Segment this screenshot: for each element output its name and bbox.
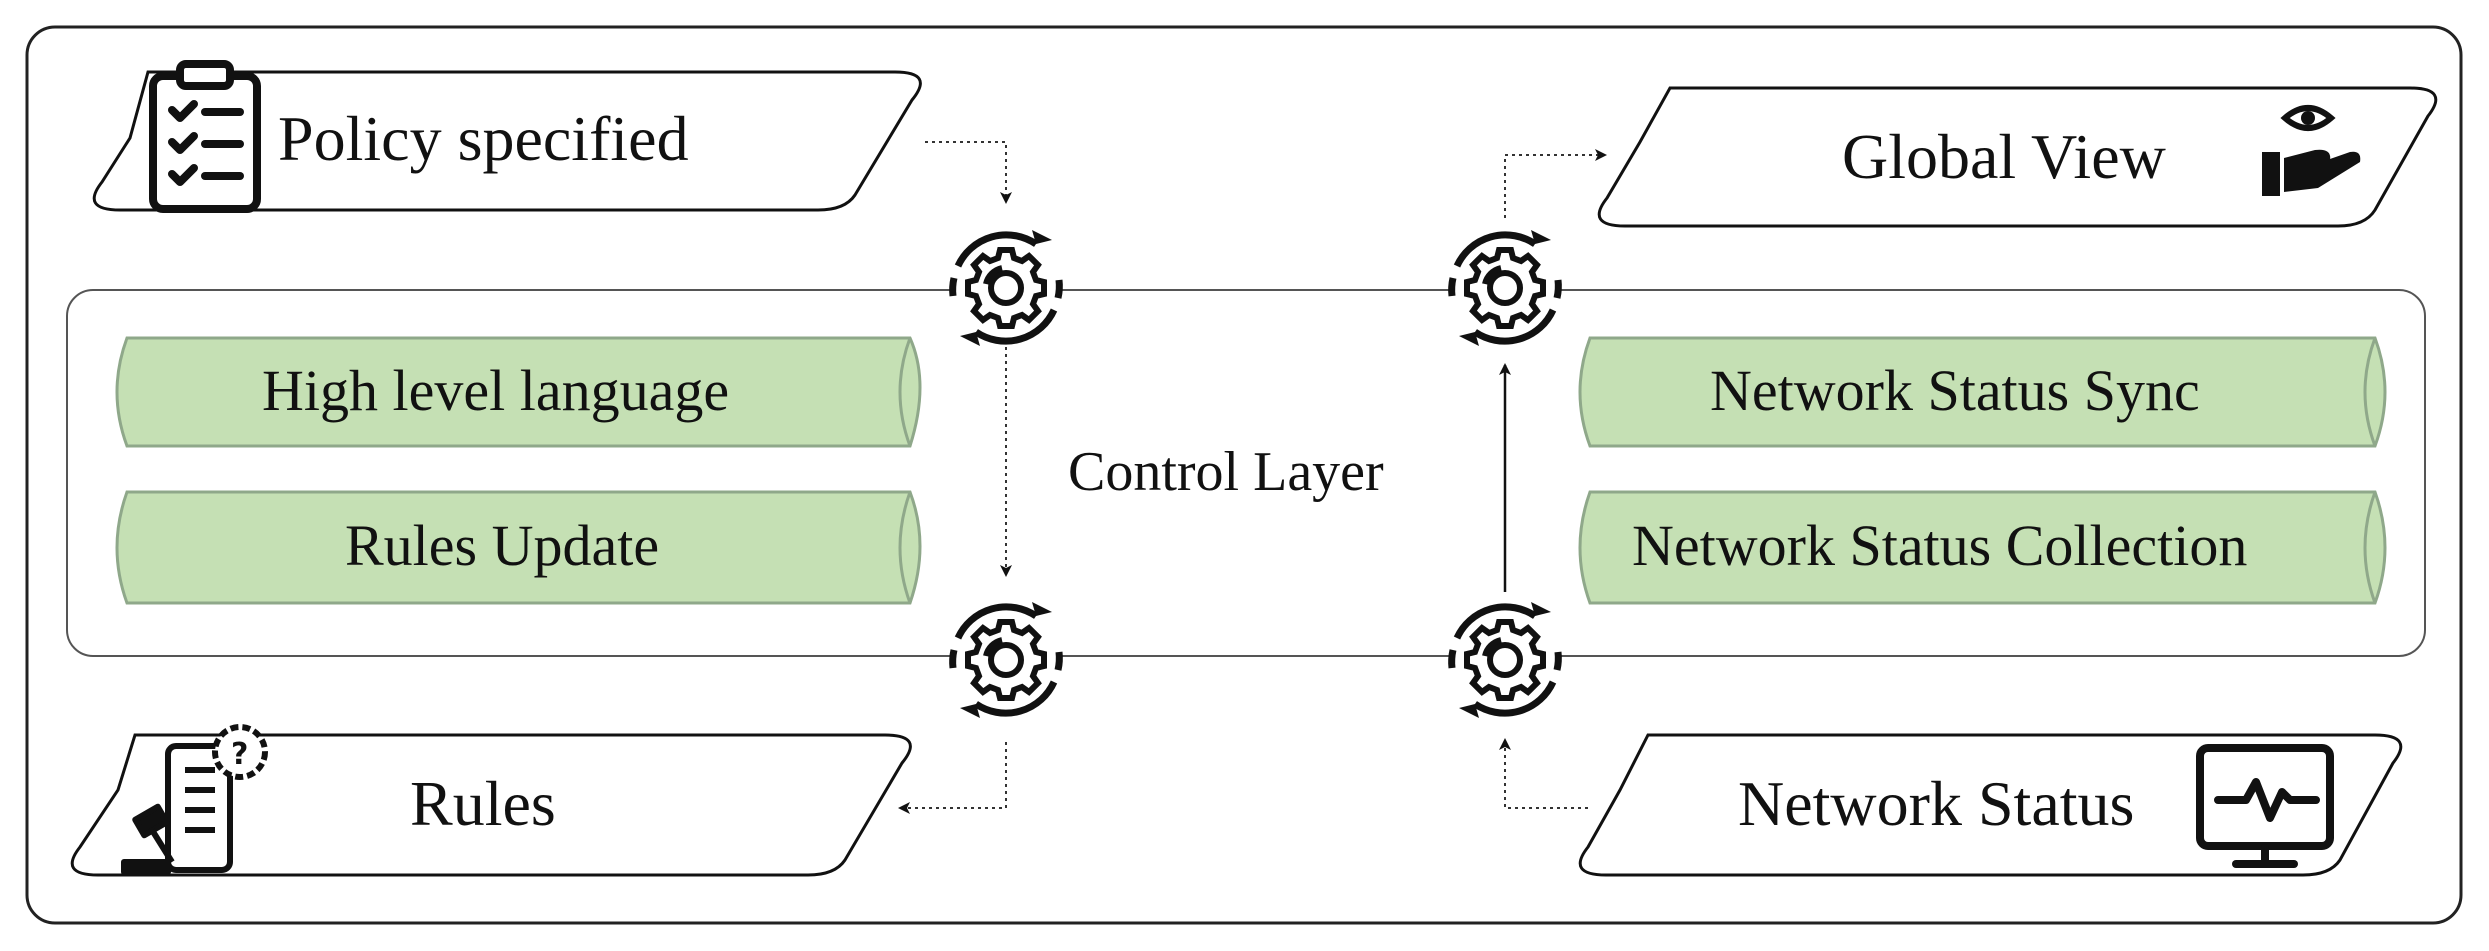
connector-gear-to-rules [898,742,1007,814]
rules-box: Rules [70,733,912,877]
gear-cycle-icon [950,602,1062,718]
eye-hand-icon [2262,105,2361,196]
monitor-pulse-icon [2196,744,2334,868]
control-layer-label: Control Layer [1068,441,1384,503]
checklist-icon [149,60,261,213]
connector-gear-to-global-view [1504,149,1607,218]
outer-frame [25,25,2463,925]
connector-policy-to-gear [925,141,1012,204]
module-rules-update-label: Rules Update [345,513,659,578]
module-network-status-collection-label: Network Status Collection [1632,513,2247,578]
module-high-level-language-label: High level language [262,358,729,423]
module-network-status-sync-label: Network Status Sync [1710,358,2200,423]
rules-label: Rules [410,768,556,839]
svg-text:?: ? [231,737,248,772]
gear-cycle-icon [1449,602,1561,718]
policy-specified-box: Policy specified [92,70,922,212]
policy-specified-label: Policy specified [278,103,689,174]
module-network-status-sync: Network Status Sync [1578,336,2387,448]
module-network-status-collection: Network Status Collection [1578,490,2387,605]
gear-cycle-icon [950,230,1062,346]
rules-gavel-icon: ? [121,724,268,875]
global-view-box: Global View [1597,86,2438,228]
gear-cycle-icon [1449,230,1561,346]
connector-status-to-gear [1499,738,1588,809]
module-rules-update: Rules Update [115,490,922,605]
network-status-label: Network Status [1738,768,2134,839]
control-layer-panel [66,289,2426,657]
global-view-label: Global View [1842,121,2166,192]
network-status-box: Network Status [1578,733,2403,877]
module-high-level-language: High level language [115,336,922,448]
